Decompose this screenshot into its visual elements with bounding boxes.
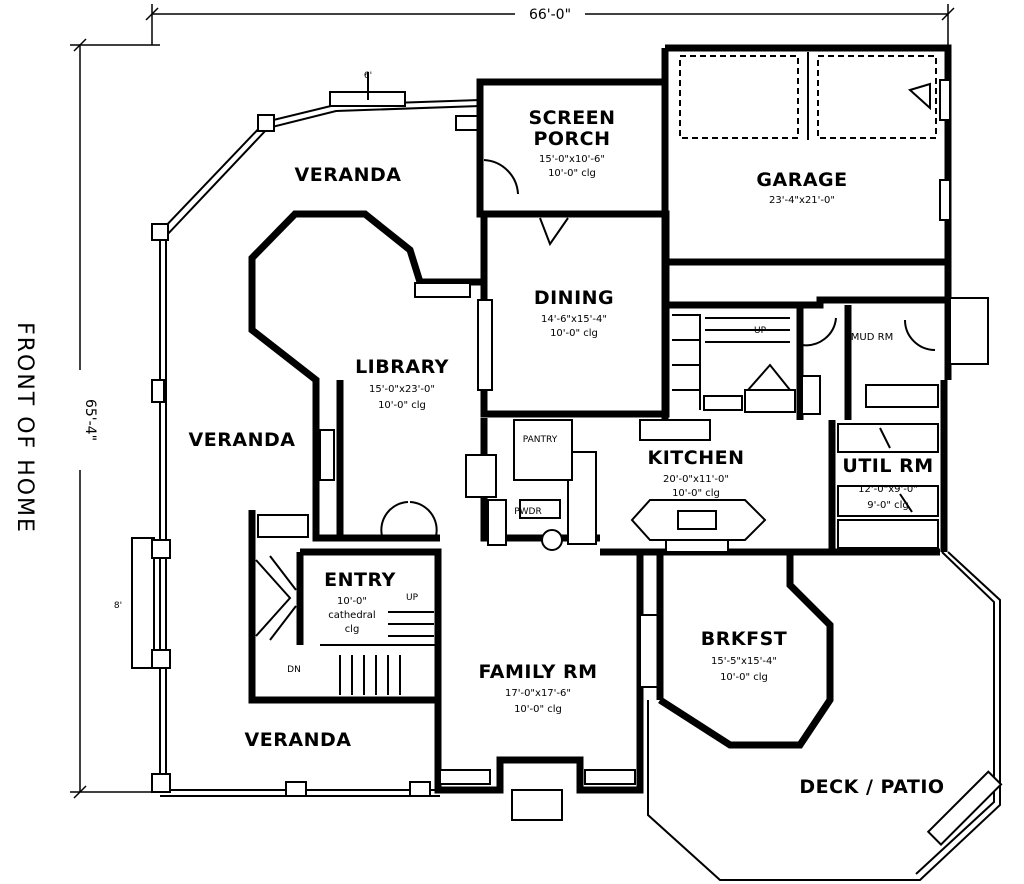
kitchen-label: KITCHEN <box>648 447 745 469</box>
util-rm-label: UTIL RM <box>842 455 933 477</box>
overall-depth-dimension: 65'-4" <box>82 399 98 441</box>
front-of-home-label: FRONT OF HOME <box>12 322 37 534</box>
up-label-2: UP <box>754 326 767 336</box>
pantry-label: PANTRY <box>523 435 558 445</box>
brkfst-size: 15'-5"x15'-4" <box>711 656 777 667</box>
window-tag-left: 8' <box>114 601 122 611</box>
veranda-top-label: VERANDA <box>295 164 402 186</box>
util-rm-size: 12'-0"x9'-0" <box>858 484 918 495</box>
entry-size: 10'-0" <box>337 596 367 607</box>
garage-label: GARAGE <box>756 169 847 191</box>
deck-patio-label: DECK / PATIO <box>799 776 944 798</box>
stair-mud-area <box>665 296 989 420</box>
entry-walls <box>248 510 442 704</box>
pwdr-label: PWDR <box>514 507 542 517</box>
up-label: UP <box>406 593 419 603</box>
garage-size: 23'-4"x21'-0" <box>769 195 835 206</box>
dn-label: DN <box>287 665 301 675</box>
brkfst-walls <box>656 552 834 749</box>
kitchen-size: 20'-0"x11'-0" <box>663 474 729 485</box>
dimension-lines <box>70 4 955 799</box>
dining-walls <box>477 210 670 418</box>
veranda-bottom-label: VERANDA <box>245 729 352 751</box>
overall-width-dimension: 66'-0" <box>529 7 571 23</box>
veranda-left-label: VERANDA <box>189 429 296 451</box>
library-walls <box>248 210 485 542</box>
util-room-fixtures <box>837 423 939 549</box>
family-rm-ceiling: 10'-0" clg <box>514 704 562 715</box>
dining-ceiling: 10'-0" clg <box>550 328 598 339</box>
dining-size: 14'-6"x15'-4" <box>541 314 607 325</box>
entry-label: ENTRY <box>324 569 396 591</box>
brkfst-ceiling: 10'-0" clg <box>720 672 768 683</box>
veranda-outline <box>131 72 481 797</box>
entry-ceiling: cathedral <box>328 610 375 621</box>
entry-ceiling-2: clg <box>345 624 360 635</box>
library-ceiling: 10'-0" clg <box>378 400 426 411</box>
family-rm-size: 17'-0"x17'-6" <box>505 688 571 699</box>
garage-walls <box>661 44 952 420</box>
screen-porch-size: 15'-0"x10'-6" <box>539 154 605 165</box>
kitchen-ceiling: 10'-0" clg <box>672 488 720 499</box>
screen-porch-ceiling: 10'-0" clg <box>548 168 596 179</box>
family-room-walls <box>434 552 663 821</box>
mud-rm-label: MUD RM <box>851 332 893 343</box>
library-label: LIBRARY <box>355 356 449 378</box>
screen-porch-label: SCREEN <box>528 107 615 129</box>
library-size: 15'-0"x23'-0" <box>369 384 435 395</box>
kitchen-walls <box>465 380 948 556</box>
dining-label: DINING <box>534 287 614 309</box>
deck-patio-outline <box>647 551 1003 881</box>
window-tag-top: 6' <box>364 71 372 81</box>
screen-porch-label-2: PORCH <box>533 128 610 150</box>
util-rm-ceiling: 9'-0" clg <box>867 500 908 511</box>
family-rm-label: FAMILY RM <box>478 661 597 683</box>
brkfst-label: BRKFST <box>701 628 787 650</box>
